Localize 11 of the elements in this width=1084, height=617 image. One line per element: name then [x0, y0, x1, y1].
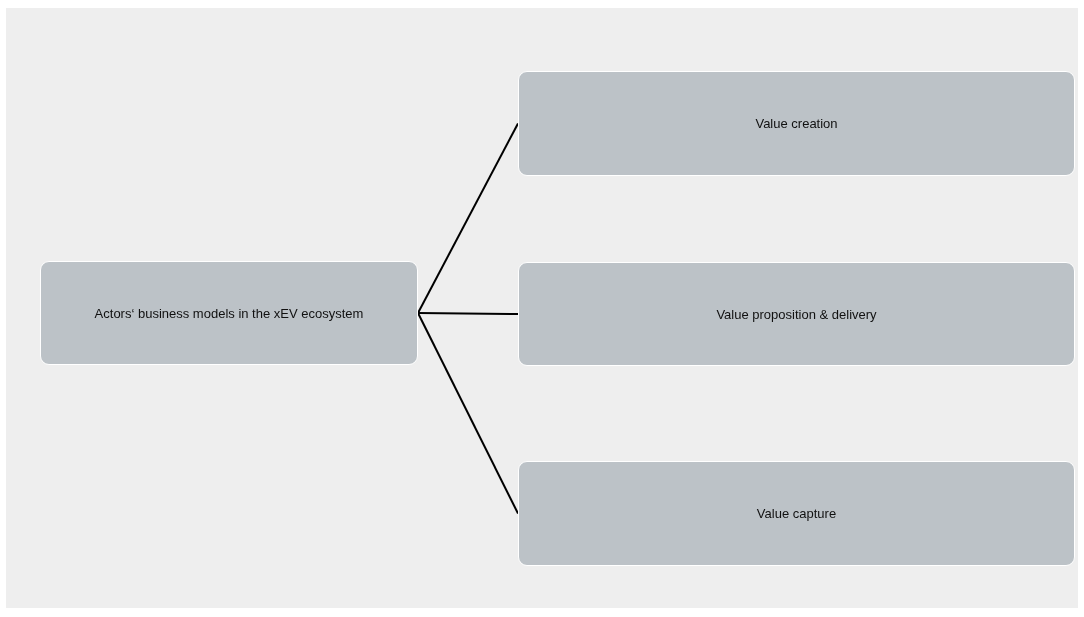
- connector-line: [417, 312, 519, 515]
- topic-box: [518, 461, 1075, 566]
- topic-box: [518, 262, 1075, 366]
- box-label: Actors‘ business models in the xEV ecosystem: [94, 305, 364, 321]
- connector-line: [417, 122, 519, 314]
- topic-box: [518, 71, 1075, 176]
- box-label: Value proposition & delivery: [716, 306, 877, 322]
- topic-box: [40, 261, 418, 365]
- box-label: Value capture: [756, 506, 837, 521]
- box-label: Value creation: [755, 116, 838, 131]
- connector-line: [417, 312, 519, 315]
